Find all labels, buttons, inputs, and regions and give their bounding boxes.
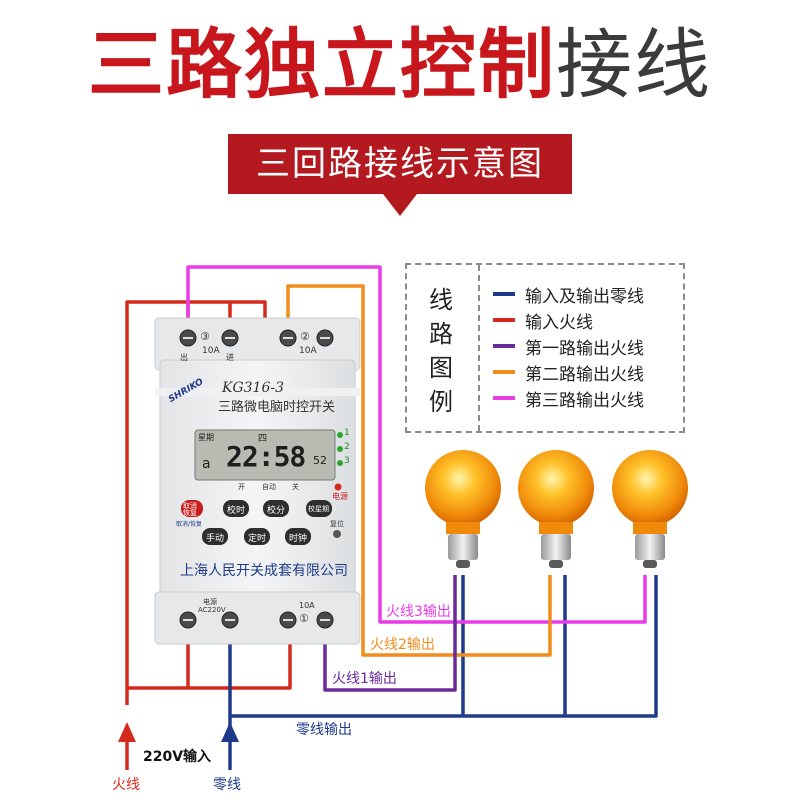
title-gray-part: 接线 [556,20,712,109]
ch3-output-wire [186,265,647,624]
banner-arrow-icon [383,194,417,216]
neutral-arrow-icon [221,722,239,742]
set-hour-button[interactable]: 校时 [227,506,246,516]
subtitle-banner: 三回路接线示意图 [228,134,572,194]
neutral-label: 零线 [213,777,241,793]
voltage-label: AC220V [198,606,226,614]
cancel-restore-caption: 取消/恢复 [176,521,203,528]
ch3-rating: 10A [202,346,220,356]
power-terminal-label: 电源 [203,598,217,606]
ch3-output-label: 火线3输出 [386,604,451,620]
legend-items: 输入及输出零线 输入火线 第一路输出火线 第二路输出火线 第三路输出火线 [493,281,644,411]
ch2-output-label: 火线2输出 [370,637,435,653]
legend-swatch [493,318,515,322]
ch2-output-wire [286,284,552,657]
in-label: 进 [226,353,234,362]
channel-1-indicator: 1 [344,428,350,438]
timer-device [154,317,361,645]
company-name: 上海人民开关成套有限公司 [180,563,348,579]
reset-label: 复位 [330,520,344,528]
legend-heading: 线 路 图 例 [429,286,453,416]
title-red-part: 三路独立控制 [88,20,556,109]
manual-button[interactable]: 手动 [206,534,225,544]
legend-item-ch2: 第二路输出火线 [493,359,644,385]
channel-2-indicator: 2 [344,442,350,452]
legend-item-live: 输入火线 [493,307,644,333]
ch2-terminal-number: ② [300,330,310,343]
bulb-icon-3 [612,450,688,568]
bulb-icon-1 [425,450,501,568]
neutral-output-label: 零线输出 [296,722,352,738]
lcd-seconds: 52 [313,454,327,467]
device-model: KG316-3 [222,380,285,396]
legend-divider [478,265,480,431]
channel-3-indicator: 3 [344,456,350,466]
device-name: 三路微电脑时控开关 [218,400,336,415]
ch3-terminal-number: ③ [200,330,210,343]
live-arrow-icon [118,722,136,742]
clock-button[interactable]: 时钟 [289,534,308,544]
cancel-restore-button[interactable]: 取消 恢复 [183,502,197,517]
lcd-day: 四 [258,434,268,444]
lcd-week-label: 星期 [198,433,214,442]
live-label: 火线 [112,777,140,793]
mode-auto-label: 自动 [262,483,276,491]
main-title: 三路独立控制接线 [0,20,800,110]
legend-item-neutral: 输入及输出零线 [493,281,644,307]
live-input-wire [125,300,292,705]
power-indicator-label: 电源 [332,492,348,501]
legend: 线 路 图 例 输入及输出零线 输入火线 第一路输出火线 第二路输出火线 第三路… [405,263,685,433]
legend-swatch [493,344,515,348]
lcd-mode: a [202,456,211,472]
ch1-output-label: 火线1输出 [332,671,397,687]
legend-swatch [493,396,515,400]
legend-swatch [493,370,515,374]
reset-button[interactable] [330,526,344,540]
legend-swatch [493,292,515,296]
neutral-wire [228,575,658,730]
legend-item-ch1: 第一路输出火线 [493,333,644,359]
mode-off-label: 关 [292,483,299,491]
mode-on-label: 开 [238,483,245,491]
out-label: 出 [180,353,188,362]
ch1-output-wire [323,575,457,692]
bulb-icon-2 [518,450,594,568]
ch1-rating: 10A [299,601,315,610]
set-week-button[interactable]: 校星期 [308,505,329,513]
ch2-rating: 10A [299,346,317,356]
ch1-terminal-number: ① [299,612,309,625]
lcd-time: 22:58 [226,440,306,473]
legend-item-ch3: 第三路输出火线 [493,385,644,411]
input-220v-label: 220V输入 [143,749,212,765]
timing-button[interactable]: 定时 [248,534,267,544]
set-minute-button[interactable]: 校分 [267,506,286,516]
